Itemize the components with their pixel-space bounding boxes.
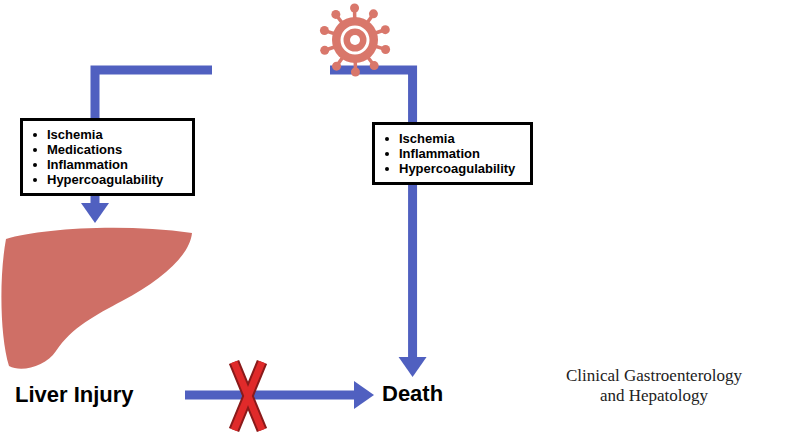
factor-item: Inflammation bbox=[47, 157, 128, 172]
arrow-shaft bbox=[408, 185, 417, 357]
liver-shape bbox=[0, 225, 195, 375]
outcome-label: Death bbox=[382, 381, 443, 407]
factor-row: Medications bbox=[31, 142, 182, 157]
factor-item: Ischemia bbox=[399, 131, 455, 146]
virus-branch bbox=[330, 70, 413, 122]
factor-item: Hypercoagulability bbox=[47, 172, 163, 187]
journal-watermark: Clinical Gastroenterology and Hepatology bbox=[556, 366, 752, 406]
factor-row: Hypercoagulability bbox=[31, 172, 182, 187]
flow-arrow bbox=[81, 196, 109, 223]
factor-row: Ischemia bbox=[383, 131, 520, 146]
liver-organ: Liver Injury bbox=[0, 225, 195, 408]
arrow-shaft bbox=[91, 196, 100, 203]
bullet-dot bbox=[33, 133, 37, 137]
factor-item: Inflammation bbox=[399, 146, 480, 161]
factor-item: Medications bbox=[47, 142, 122, 157]
factor-box: IschemiaInflammationHypercoagulability bbox=[372, 122, 533, 185]
bullet-dot bbox=[33, 148, 37, 152]
factor-row: Inflammation bbox=[383, 146, 520, 161]
factor-row: Hypercoagulability bbox=[383, 161, 520, 176]
factor-row: Ischemia bbox=[31, 127, 182, 142]
arrow-head bbox=[81, 203, 109, 223]
virus-icon bbox=[320, 4, 390, 77]
arrow-head bbox=[354, 381, 374, 409]
bullet-dot bbox=[385, 137, 389, 141]
arrow-shaft bbox=[185, 391, 354, 400]
outcome-label: Death bbox=[382, 381, 443, 407]
bullet-dot bbox=[33, 178, 37, 182]
liver-outline bbox=[1, 228, 192, 369]
flow-arrow bbox=[185, 381, 374, 409]
outcome-label: Liver Injury bbox=[15, 382, 195, 408]
flow-arrow bbox=[399, 185, 427, 377]
factor-item: Ischemia bbox=[47, 127, 103, 142]
factor-row: Inflammation bbox=[31, 157, 182, 172]
bullet-dot bbox=[385, 152, 389, 156]
red-cross bbox=[234, 362, 262, 430]
factor-box: IschemiaMedicationsInflammationHypercoag… bbox=[20, 118, 195, 196]
virus-branch bbox=[95, 70, 212, 118]
bullet-dot bbox=[33, 163, 37, 167]
arrow-head bbox=[399, 357, 427, 377]
bullet-dot bbox=[385, 167, 389, 171]
factor-item: Hypercoagulability bbox=[399, 161, 515, 176]
